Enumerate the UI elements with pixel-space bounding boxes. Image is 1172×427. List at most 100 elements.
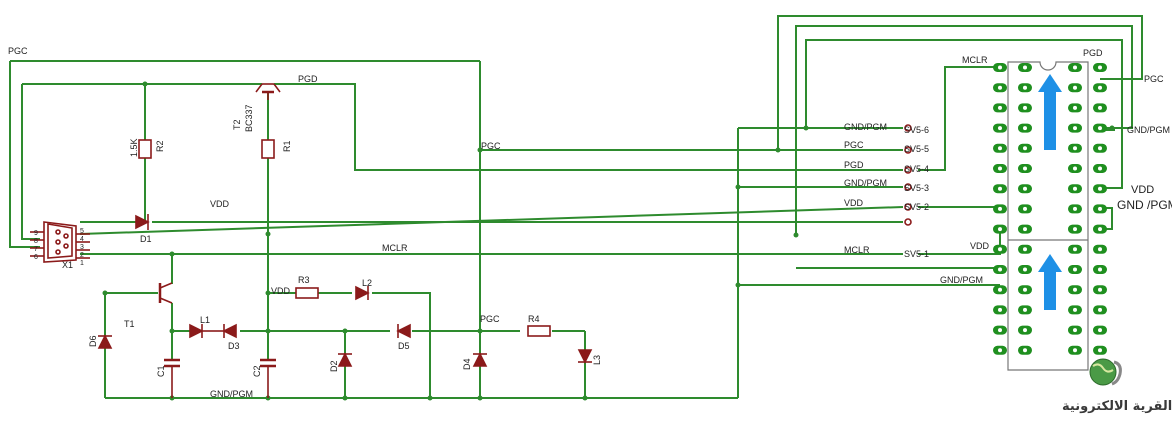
socket-pad-hole [998, 166, 1002, 171]
socket-pad-hole [998, 206, 1002, 211]
svg-text:PGC: PGC [481, 141, 501, 151]
svg-text:VDD: VDD [1131, 184, 1154, 196]
socket-pad-hole [1073, 287, 1077, 292]
sv5-pins [904, 124, 912, 226]
socket-pad-hole [998, 247, 1002, 252]
socket-pad-hole [1023, 227, 1027, 232]
svg-text:L1: L1 [200, 315, 210, 325]
svg-text:D1: D1 [140, 234, 152, 244]
svg-text:T1: T1 [124, 319, 135, 329]
svg-text:PGC: PGC [8, 46, 28, 56]
svg-text:SV5-3: SV5-3 [904, 183, 929, 193]
svg-text:3: 3 [80, 244, 84, 251]
diode-d3 [218, 323, 237, 339]
socket-pad-hole [1098, 328, 1102, 333]
svg-text:PGC: PGC [480, 314, 500, 324]
svg-text:X1: X1 [62, 260, 73, 270]
socket-pad-hole [1098, 105, 1102, 110]
db9-pin-numbers: 9 8 7 6 5 4 3 2 1 [34, 228, 84, 267]
socket-pad-hole [1098, 348, 1102, 353]
socket-pad-hole [1098, 267, 1102, 272]
socket-pads [993, 63, 1107, 355]
svg-text:VDD: VDD [844, 198, 864, 208]
led-l1 [189, 323, 218, 339]
socket-pad-hole [1023, 307, 1027, 312]
svg-text:القرية الالكترونية: القرية الالكترونية [1062, 399, 1172, 414]
svg-text:GND/PGM: GND/PGM [844, 178, 887, 188]
socket-pad-hole [1098, 206, 1102, 211]
svg-text:SV5-4: SV5-4 [904, 164, 929, 174]
socket-pad-hole [1098, 247, 1102, 252]
svg-text:D6: D6 [88, 335, 98, 347]
socket-pad-hole [1023, 206, 1027, 211]
transistor-t1 [158, 282, 173, 304]
socket-pad-hole [998, 267, 1002, 272]
wires [9, 15, 1143, 399]
socket-pad-hole [1023, 247, 1027, 252]
resistor-r2 [138, 139, 152, 159]
socket-pad-hole [1073, 267, 1077, 272]
svg-text:SV5-6: SV5-6 [904, 125, 929, 135]
socket-pad-hole [1073, 105, 1077, 110]
socket-pad-hole [1023, 166, 1027, 171]
diode-d6 [97, 334, 113, 349]
svg-text:MCLR: MCLR [962, 55, 988, 65]
socket-pad-hole [1098, 307, 1102, 312]
socket-pad-hole [998, 307, 1002, 312]
diode-d4 [472, 352, 488, 367]
led-l3 [577, 349, 593, 364]
socket-pad-hole [1073, 186, 1077, 191]
labels: PGC PGD T2 BC337 R1 R2 1.5K PGC VDD MCLR… [8, 46, 1172, 399]
svg-text:D2: D2 [329, 360, 339, 372]
socket-pad-hole [1073, 227, 1077, 232]
socket-pad-hole [1023, 146, 1027, 151]
capacitor-c1 [164, 358, 180, 398]
socket-pad-hole [1098, 186, 1102, 191]
socket-pad-hole [1073, 206, 1077, 211]
svg-text:PGD: PGD [298, 74, 318, 84]
socket-pad-hole [1098, 166, 1102, 171]
capacitor-c2 [260, 358, 276, 398]
socket-pad-hole [1073, 328, 1077, 333]
resistor-r3 [295, 287, 319, 299]
socket-pad-hole [1098, 126, 1102, 131]
resistor-r1 [261, 139, 275, 159]
svg-text:SV5-2: SV5-2 [904, 202, 929, 212]
svg-text:PGC: PGC [1144, 74, 1164, 84]
svg-text:T2: T2 [232, 119, 242, 130]
socket-pad-hole [1098, 227, 1102, 232]
svg-text:MCLR: MCLR [844, 245, 870, 255]
site-logo: القرية الالكترونية [1062, 358, 1172, 414]
svg-text:VDD: VDD [210, 199, 230, 209]
socket-pad-hole [1023, 65, 1027, 70]
svg-text:SV5-5: SV5-5 [904, 144, 929, 154]
socket-pad-hole [1098, 65, 1102, 70]
socket-pad-hole [1073, 166, 1077, 171]
socket-pad-hole [998, 328, 1002, 333]
svg-text:GND/PGM: GND/PGM [940, 275, 983, 285]
socket-pad-hole [1073, 146, 1077, 151]
svg-text:PGC: PGC [844, 140, 864, 150]
socket-pad-hole [1023, 287, 1027, 292]
transistor-t2 [255, 83, 281, 100]
socket-pad-hole [1098, 146, 1102, 151]
svg-text:R1: R1 [282, 140, 292, 152]
socket-pad-hole [1023, 105, 1027, 110]
diode-d2 [337, 352, 353, 367]
svg-text:D4: D4 [462, 358, 472, 370]
components [30, 83, 912, 398]
socket-outline [1007, 61, 1089, 371]
svg-text:L3: L3 [592, 355, 602, 365]
junctions [102, 81, 1115, 401]
svg-text:R4: R4 [528, 314, 540, 324]
socket-pad-hole [1073, 126, 1077, 131]
svg-text:2: 2 [80, 252, 84, 259]
svg-text:C2: C2 [252, 365, 262, 377]
svg-text:GND/PGM: GND/PGM [1127, 125, 1170, 135]
svg-text:GND/PGM: GND/PGM [210, 389, 253, 399]
svg-text:R2: R2 [155, 140, 165, 152]
svg-text:9: 9 [34, 230, 38, 237]
svg-text:5: 5 [80, 228, 84, 235]
socket-pad-hole [1023, 126, 1027, 131]
socket-pad-hole [1098, 85, 1102, 90]
